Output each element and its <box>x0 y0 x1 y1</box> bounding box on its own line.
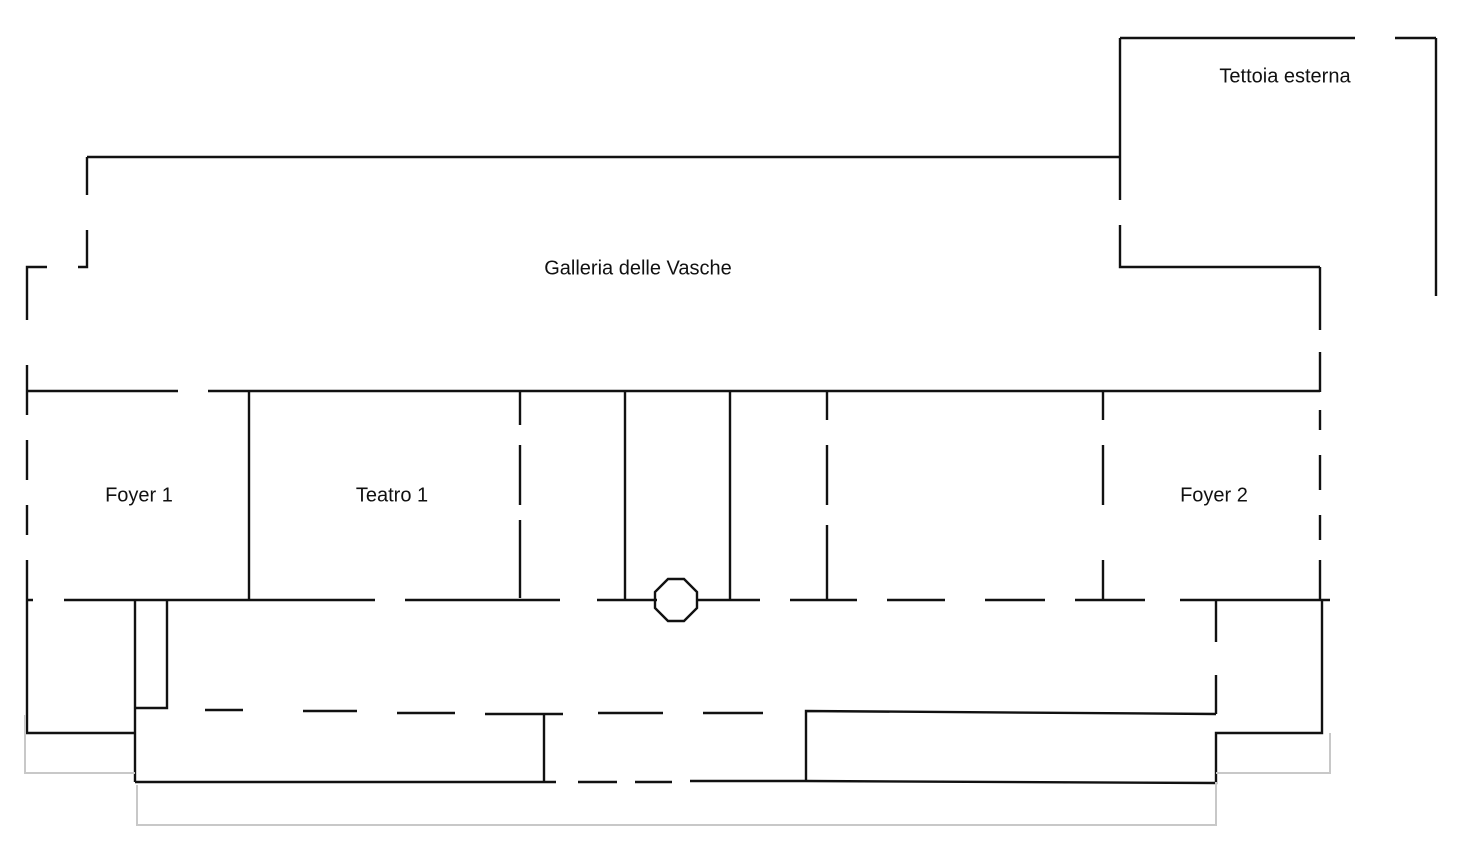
room-label-tettoia: Tettoia esterna <box>1219 65 1351 88</box>
room-label-galleria: Galleria delle Vasche <box>544 257 732 280</box>
room-label-foyer1: Foyer 1 <box>105 484 173 507</box>
room-label-foyer2: Foyer 2 <box>1180 484 1248 507</box>
room-label-teatro1: Teatro 1 <box>355 484 429 507</box>
walls <box>25 36 1438 785</box>
column-octagon <box>653 577 699 623</box>
outline <box>24 715 1331 826</box>
